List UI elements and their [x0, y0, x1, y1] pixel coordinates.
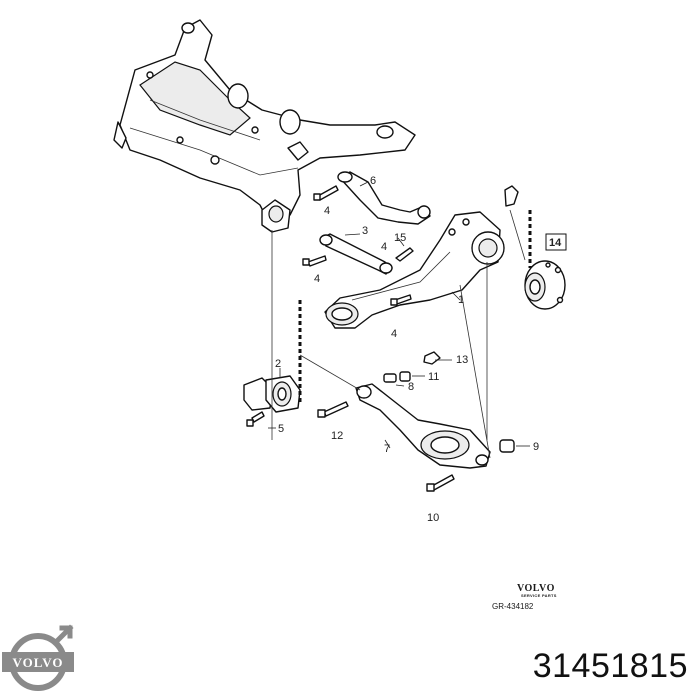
callout-8: 8	[408, 381, 414, 393]
lower-control-arm	[355, 383, 491, 469]
callout-1: 1	[458, 294, 464, 306]
alignment-lines	[271, 209, 526, 459]
callout-4-lower: 4	[391, 328, 397, 340]
callout-10: 10	[427, 512, 439, 524]
upper-control-arm	[337, 171, 431, 225]
knuckle-trailing-arm	[324, 211, 505, 329]
part-number: 31451815	[532, 647, 688, 685]
callout-15: 15	[394, 232, 406, 244]
callout-12: 12	[331, 430, 343, 442]
callout-4-upper: 4	[324, 205, 330, 217]
bolts	[246, 185, 515, 492]
callout-13: 13	[456, 354, 468, 366]
callout-4-mid: 4	[314, 273, 320, 285]
sensor-bolt	[504, 185, 519, 207]
callout-4-link: 4	[381, 241, 387, 253]
diagram-reference: GR-434182	[492, 602, 534, 611]
callout-6: 6	[370, 175, 376, 187]
callout-5: 5	[278, 423, 284, 435]
callout-11: 11	[428, 371, 439, 383]
brand-name: VOLVO	[517, 583, 555, 594]
callout-14: 14	[549, 237, 562, 249]
callout-7: 7	[384, 443, 390, 455]
lateral-link	[319, 233, 393, 275]
subframe	[113, 19, 416, 233]
callout-14-box	[545, 233, 567, 251]
bushing-bracket	[243, 375, 301, 413]
volvo-logo: VOLVO	[2, 624, 74, 691]
wheel-hub	[524, 260, 566, 310]
callout-9: 9	[533, 441, 539, 453]
callout-3: 3	[362, 225, 368, 237]
volvo-logo-text: VOLVO	[13, 655, 64, 670]
brand-subtitle: SERVICE PARTS	[521, 593, 557, 598]
leader-lines	[268, 181, 530, 449]
callout-2: 2	[275, 358, 281, 370]
